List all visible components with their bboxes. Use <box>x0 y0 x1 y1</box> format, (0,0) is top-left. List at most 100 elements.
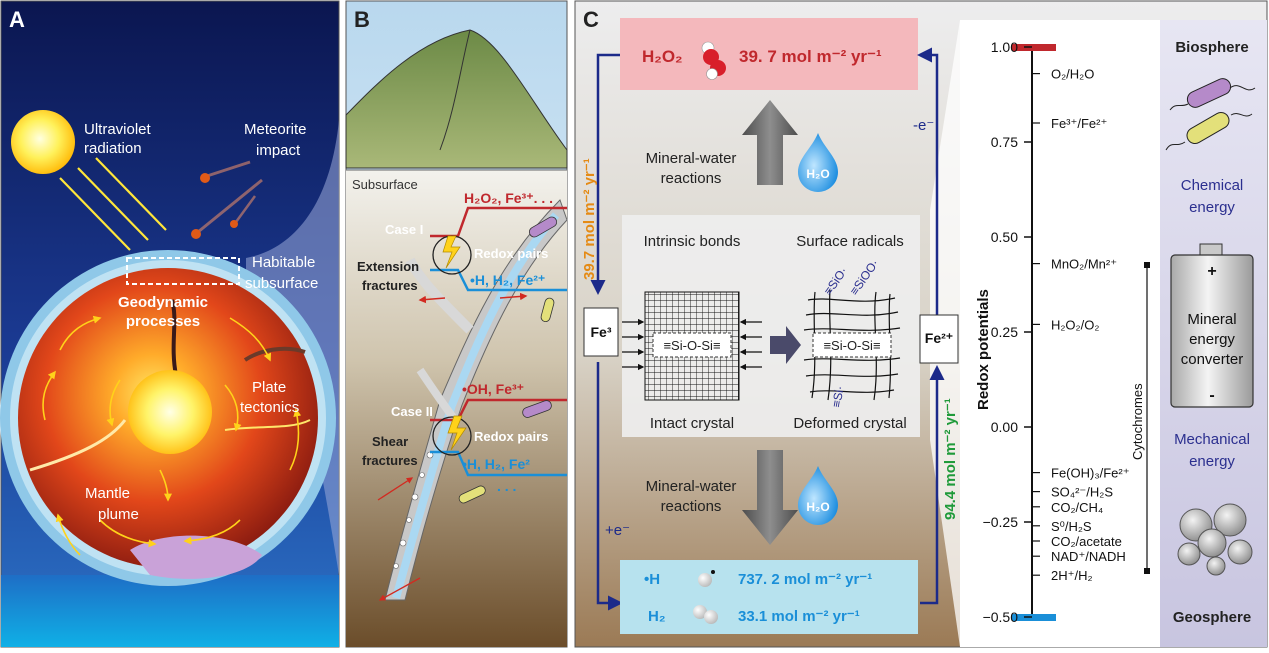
battery-terminal <box>1199 243 1223 256</box>
redox-couple-label: MnO₂/Mn²⁺ <box>1051 257 1117 272</box>
extension-arrow-left <box>418 295 446 304</box>
geodynamic-label: processes <box>126 313 200 330</box>
subsurface-label: Subsurface <box>352 177 418 192</box>
case-2-label: Case II <box>391 404 433 419</box>
redox-couple-label: SO₄²⁻/H₂S <box>1051 485 1113 500</box>
intact-crystal-label: Intact crystal <box>650 415 734 432</box>
converter-label: energy <box>1189 331 1235 348</box>
h2o2-molecule-icon <box>701 41 726 80</box>
redox-couple-label: S⁰/H₂S <box>1051 519 1092 534</box>
zoom-box <box>126 257 240 285</box>
panel-a-bottom-band <box>1 575 339 647</box>
panel-a-label: A <box>9 7 25 32</box>
oxidants-label-top: H₂O₂, Fe³⁺. . . <box>464 190 553 206</box>
redox-ticks: 1.000.750.500.250.00−0.25−0.50O₂/H₂OFe³⁺… <box>983 39 1130 625</box>
microbe-icon <box>540 297 555 323</box>
hydrogen-box <box>620 560 918 634</box>
uv-ray-icon <box>95 157 167 231</box>
panel-b-label: B <box>354 7 370 32</box>
mantle-plume-label: plume <box>98 506 139 523</box>
oxidant-bracket-2 <box>430 398 567 422</box>
fe3-label: Fe³ <box>591 324 612 340</box>
redox-couple-label: 2H⁺/H₂ <box>1051 568 1093 583</box>
mantle-plume-label: Mantle <box>85 485 130 502</box>
cytochromes-label: Cytochromes <box>1130 383 1145 460</box>
plate-tectonics-label: Plate <box>252 379 286 396</box>
geodynamic-label: Geodynamic <box>118 294 208 311</box>
meteorite-icon <box>200 173 210 183</box>
sun-icon <box>11 110 75 174</box>
loop-arrow-bottom-right <box>920 365 945 605</box>
biosphere-label: Biosphere <box>1175 39 1248 56</box>
h-rate: 737. 2 mol m⁻² yr⁻¹ <box>738 571 872 588</box>
redox-couple-label: Fe³⁺/Fe²⁺ <box>1051 116 1107 131</box>
panel-b: B Subsurface H₂O₂, Fe³⁺. . . •H, H₂, Fe²… <box>345 0 568 648</box>
converter-label: converter <box>1181 351 1244 368</box>
redox-tick-label: −0.50 <box>983 609 1019 625</box>
uv-label: Ultraviolet <box>84 121 152 138</box>
surface-radicals-label: Surface radicals <box>796 233 904 250</box>
redox-couple-label: O₂/H₂O <box>1051 67 1094 82</box>
inner-core <box>128 370 212 454</box>
loop-arrow-top-right <box>917 47 939 315</box>
plate-tectonics-label: tectonics <box>240 399 299 416</box>
meteorite-icon <box>206 160 251 178</box>
uv-ray-icon <box>77 167 149 241</box>
shear-fractures-label: fractures <box>362 453 418 468</box>
fe3-box <box>583 307 619 357</box>
redox-couple-label: H₂O₂/O₂ <box>1051 317 1099 332</box>
left-rate-label: 39.7 mol m⁻² yr⁻¹ <box>581 158 598 280</box>
oxidant-bracket <box>430 206 567 238</box>
reductant-bracket <box>430 268 567 292</box>
oxidants-label-bottom: •OH, Fe³⁺ <box>462 381 524 397</box>
h2o2-formula: H₂O₂ <box>642 47 683 66</box>
redox-axis-label: Redox potentials <box>975 289 992 410</box>
redox-couple-label: CO₂/acetate <box>1051 534 1122 549</box>
lightning-icon <box>442 235 461 269</box>
bubbles <box>393 451 434 569</box>
habitable-label: Habitable <box>252 254 315 271</box>
h2o2-rate: 39. 7 mol m⁻² yr⁻¹ <box>739 47 882 66</box>
case-1-label: Case I <box>385 222 423 237</box>
mantle-plume-conduit <box>170 299 178 376</box>
mwr-label-top: Mineral-water <box>646 150 737 167</box>
siosi-label-deformed: ≡Si-O-Si≡ <box>823 338 880 353</box>
siosi-box-deformed <box>812 332 892 358</box>
h2o-label-bottom: H₂O <box>806 500 829 514</box>
redox-tick-label: 1.00 <box>991 39 1018 55</box>
deformed-crystal-label: Deformed crystal <box>793 415 906 432</box>
shear-arrow-up <box>377 477 414 501</box>
meteorite-icon <box>191 229 201 239</box>
mwr-label-top: reactions <box>661 170 722 187</box>
redox-tick-label: 0.50 <box>991 229 1018 245</box>
redox-pairs-label-2: Redox pairs <box>474 429 548 444</box>
habitable-label: subsurface <box>245 275 318 292</box>
uv-label: radiation <box>84 140 142 157</box>
redox-tick-label: 0.25 <box>991 324 1018 340</box>
h-electron-dot <box>711 570 715 574</box>
convection-arrows <box>42 315 302 556</box>
redox-couple-label: CO₂/CH₄ <box>1051 500 1103 515</box>
extension-fractures-label: Extension <box>357 259 419 274</box>
mantle-crack <box>243 346 306 362</box>
siosi-box-intact <box>652 332 732 358</box>
redox-bar-bottom <box>1012 614 1056 621</box>
meteorite-label: Meteorite <box>244 121 307 138</box>
h2-label: H₂ <box>648 608 666 625</box>
microbe-icon <box>522 400 552 418</box>
water-drop-icon <box>798 466 838 525</box>
h2-molecule-icon <box>693 605 707 619</box>
h2o-label-top: H₂O <box>806 167 829 181</box>
chemical-energy-label: Chemical <box>1181 177 1244 194</box>
loop-arrow-top <box>590 53 620 295</box>
fe2-box <box>919 314 959 364</box>
converter-label: Mineral <box>1187 311 1236 328</box>
meteorite-icon <box>234 195 257 223</box>
panel-a: A Ultraviolet radiation Meteorite impact <box>0 0 340 648</box>
chemical-energy-label: energy <box>1189 199 1235 216</box>
redox-couple-label: NAD⁺/NADH <box>1051 549 1126 564</box>
water-drop-icon <box>798 133 838 192</box>
right-rate-label: 94.4 mol m⁻² yr⁻¹ <box>942 398 959 520</box>
plus-electron-label: +e⁻ <box>605 522 630 539</box>
